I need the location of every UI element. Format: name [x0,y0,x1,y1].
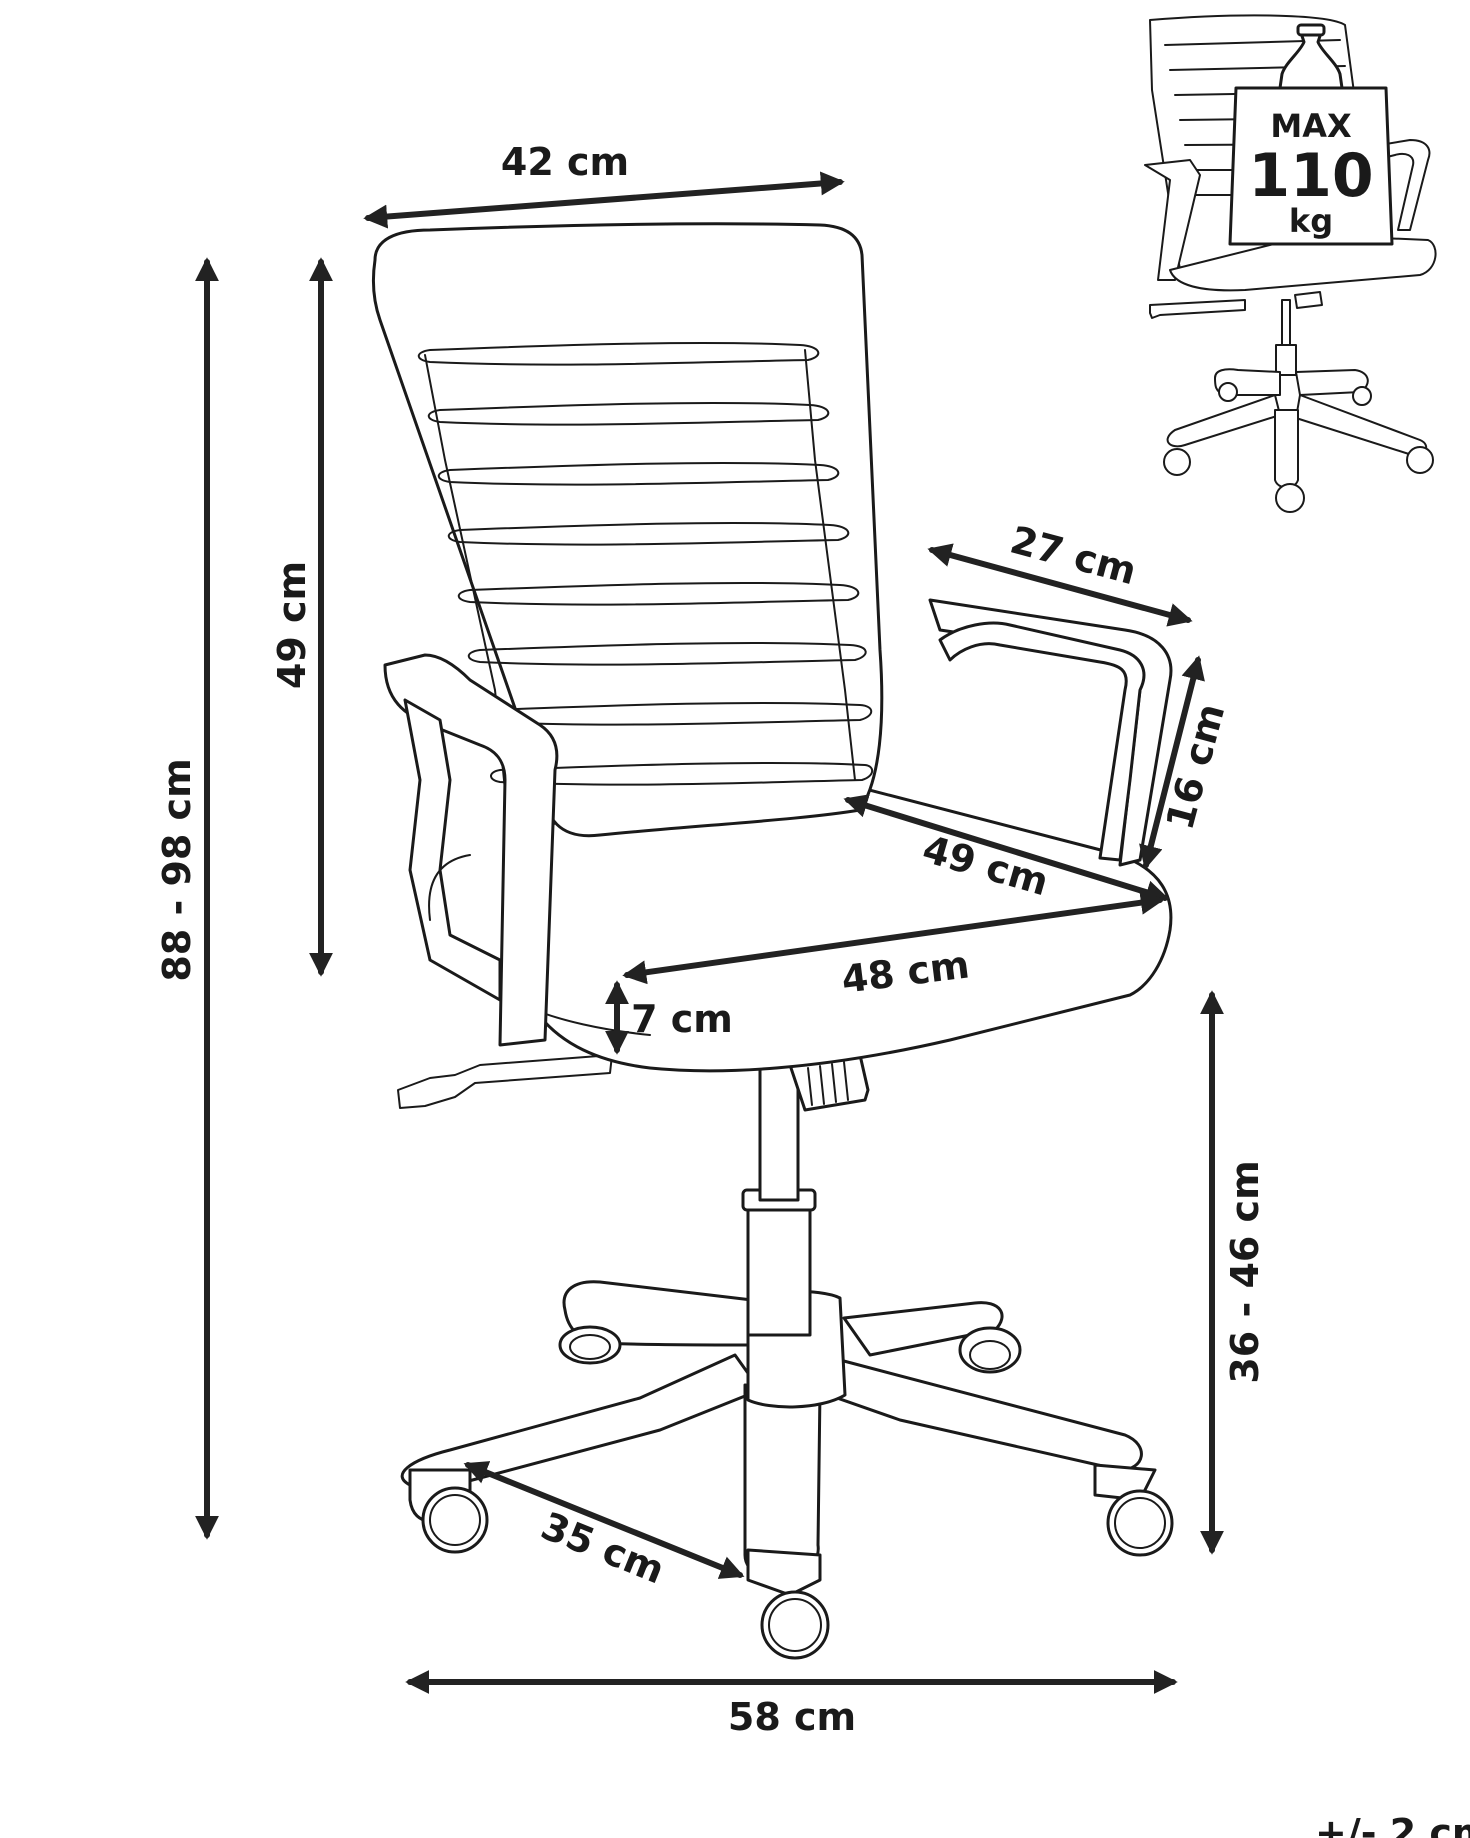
label-backrest-height: 49 cm [270,561,314,689]
caster-front-center [746,1548,830,1660]
dim-line-seat-depth [843,794,1170,904]
caster-front-left [408,1468,489,1554]
dim-line-seat-width [622,890,1165,985]
caster-back-right [958,1326,1022,1374]
backrest [371,222,884,838]
label-armrest-depth: 27 cm [1006,518,1141,594]
max-load-unit: kg [1289,202,1333,240]
max-load-illustration: MAX 110 kg [1144,14,1437,513]
dim-line-backrest-width [363,171,845,229]
label-seat-thickness: 7 cm [631,997,733,1041]
label-base-width: 58 cm [728,1695,856,1739]
main-chair-drawing [371,222,1174,1660]
label-total-height: 88 - 98 cm [155,758,199,981]
height-lever [397,1054,613,1109]
weight-icon: MAX 110 kg [1228,23,1394,246]
max-load-label: MAX [1270,107,1352,145]
gas-lift-cylinder [741,1053,870,1337]
max-load-value: 110 [1248,141,1373,211]
armrest-left [383,653,559,1047]
dim-line-armrest-depth [927,543,1193,627]
caster-back-left [558,1325,622,1365]
dimension-lines [195,171,1224,1694]
label-backrest-width: 42 cm [501,140,629,184]
caster-front-right [1093,1463,1174,1557]
label-seat-height: 36 - 46 cm [1223,1160,1267,1383]
dim-line-leg-length [463,1461,745,1579]
label-tolerance: +/- 2 cm [1315,1811,1470,1838]
